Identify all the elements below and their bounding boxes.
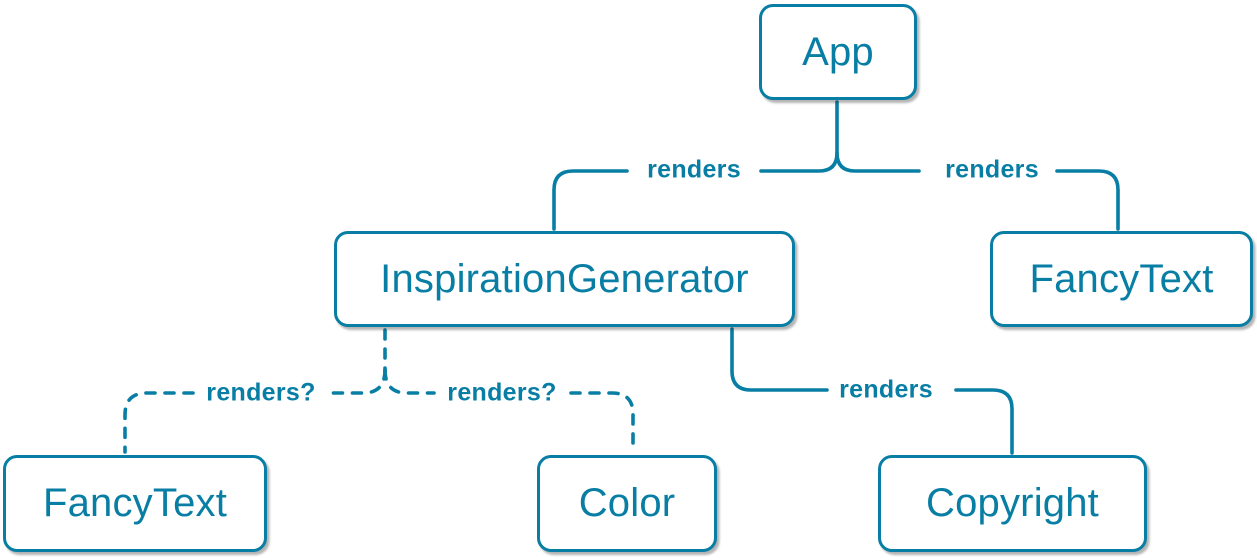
node-fancy-text-top-label: FancyText: [1029, 256, 1214, 301]
edge-label-inspirationgenerator-fancytext: renders?: [206, 378, 316, 407]
node-inspiration-generator: InspirationGenerator: [334, 231, 795, 327]
edge-label-app-fancytext: renders: [945, 155, 1039, 184]
node-app-label: App: [802, 29, 874, 74]
node-copyright: Copyright: [878, 455, 1147, 552]
node-fancy-text-bottom-label: FancyText: [42, 481, 228, 525]
edge-inspirationgenerator-copyright: [730, 327, 1014, 455]
node-inspiration-generator-label: InspirationGenerator: [380, 256, 749, 301]
edge-app-fancytext: [835, 151, 1120, 231]
node-color: Color: [537, 455, 717, 552]
node-fancy-text-top: FancyText: [990, 231, 1253, 327]
node-app: App: [759, 4, 917, 100]
node-color-label: Color: [578, 481, 676, 525]
node-copyright-label: Copyright: [926, 481, 1099, 525]
node-fancy-text-bottom: FancyText: [3, 455, 267, 552]
edge-label-inspirationgenerator-copyright: renders: [839, 375, 933, 404]
edge-label-app-inspirationgenerator: renders: [647, 155, 741, 184]
edge-label-inspirationgenerator-color: renders?: [447, 378, 557, 407]
edge-inspirationgenerator-color-conditional: [383, 368, 635, 454]
